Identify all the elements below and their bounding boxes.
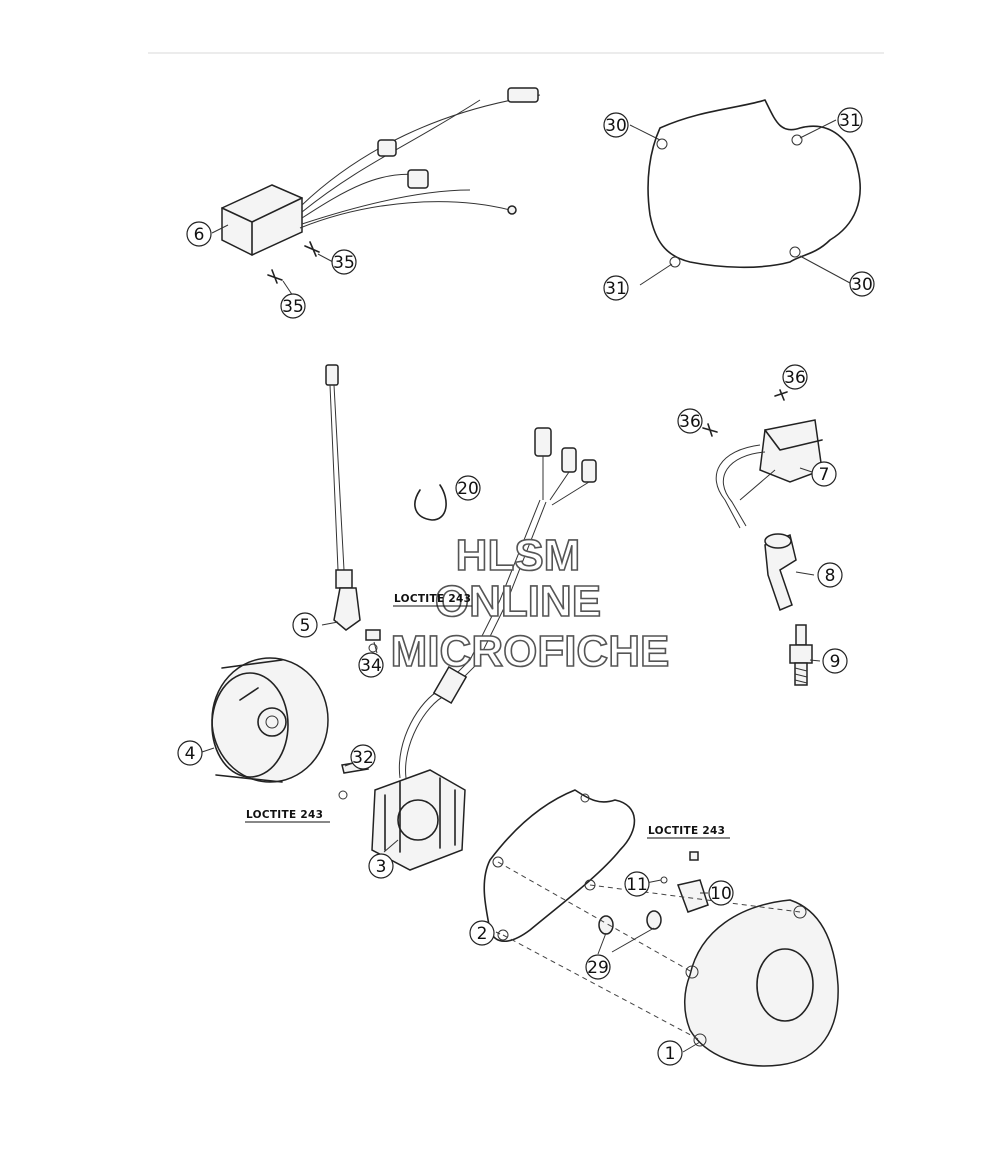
callout-9: 9: [822, 648, 848, 674]
svg-text:6: 6: [194, 225, 205, 245]
svg-text:29: 29: [587, 958, 609, 978]
svg-text:34: 34: [360, 656, 382, 676]
callout-8: 8: [817, 562, 843, 588]
callout-3: 3: [368, 853, 394, 879]
callout-10: 10: [708, 880, 734, 906]
small-parts-drawing: [598, 851, 709, 935]
svg-text:31: 31: [605, 279, 627, 299]
stator-drawing: [371, 427, 597, 871]
callout-1: 1: [657, 1040, 683, 1066]
callout-20: 20: [455, 475, 481, 501]
ignition-coil-drawing: [702, 389, 823, 529]
svg-text:LOCTITE 243: LOCTITE 243: [246, 809, 323, 821]
svg-text:8: 8: [825, 566, 836, 586]
callout-11: 11: [624, 871, 650, 897]
flywheel-drawing: [211, 657, 329, 783]
loctite-label-1: LOCTITE 243: [393, 593, 472, 607]
cdi-unit-drawing: [221, 87, 541, 284]
svg-text:10: 10: [710, 884, 732, 904]
callout-6: 6: [186, 221, 212, 247]
watermark-line-2: ONLINE: [435, 577, 601, 626]
loctite-label-3: LOCTITE 243: [647, 825, 730, 839]
callout-31: 31: [603, 275, 629, 301]
svg-text:1: 1: [665, 1044, 676, 1064]
svg-text:7: 7: [819, 465, 830, 485]
callout-4: 4: [177, 740, 203, 766]
svg-text:3: 3: [376, 857, 387, 877]
watermark-line-3: MICROFICHE: [391, 627, 670, 676]
svg-text:4: 4: [185, 744, 196, 764]
svg-text:9: 9: [830, 652, 841, 672]
spark-plug-cap-drawing: [764, 533, 797, 611]
svg-text:32: 32: [352, 748, 374, 768]
callout-2: 2: [469, 920, 495, 946]
svg-text:30: 30: [605, 116, 627, 136]
watermark-line-1: HLSM: [456, 531, 581, 580]
svg-text:LOCTITE 243: LOCTITE 243: [648, 825, 725, 837]
callout-29: 29: [585, 954, 611, 980]
callout-34: 34: [358, 652, 384, 678]
gasket-drawing: [629, 99, 861, 286]
callout-35: 35: [331, 249, 357, 275]
callout-36: 36: [782, 364, 808, 390]
svg-text:36: 36: [784, 368, 806, 388]
svg-text:35: 35: [282, 297, 304, 317]
svg-text:LOCTITE 243: LOCTITE 243: [394, 593, 471, 605]
spark-plug-drawing: [789, 624, 813, 686]
svg-text:31: 31: [839, 111, 861, 131]
svg-text:36: 36: [679, 412, 701, 432]
callout-30: 30: [849, 271, 875, 297]
callout-30: 30: [603, 112, 629, 138]
callout-36: 36: [677, 408, 703, 434]
callout-5: 5: [292, 612, 318, 638]
svg-text:30: 30: [851, 275, 873, 295]
svg-text:20: 20: [457, 479, 479, 499]
callout-31: 31: [837, 107, 863, 133]
cover-gasket-drawing: [483, 789, 636, 943]
ignition-cover-drawing: [684, 899, 839, 1067]
clip-drawing: [414, 484, 447, 521]
callout-7: 7: [811, 461, 837, 487]
assembly-lines: [497, 861, 801, 1041]
callout-35: 35: [280, 293, 306, 319]
svg-text:35: 35: [333, 253, 355, 273]
svg-text:5: 5: [300, 616, 311, 636]
svg-text:11: 11: [626, 875, 648, 895]
svg-text:2: 2: [477, 924, 488, 944]
pickup-sensor-drawing: [321, 364, 361, 631]
callout-32: 32: [350, 744, 376, 770]
loctite-label-2: LOCTITE 243: [245, 809, 330, 823]
